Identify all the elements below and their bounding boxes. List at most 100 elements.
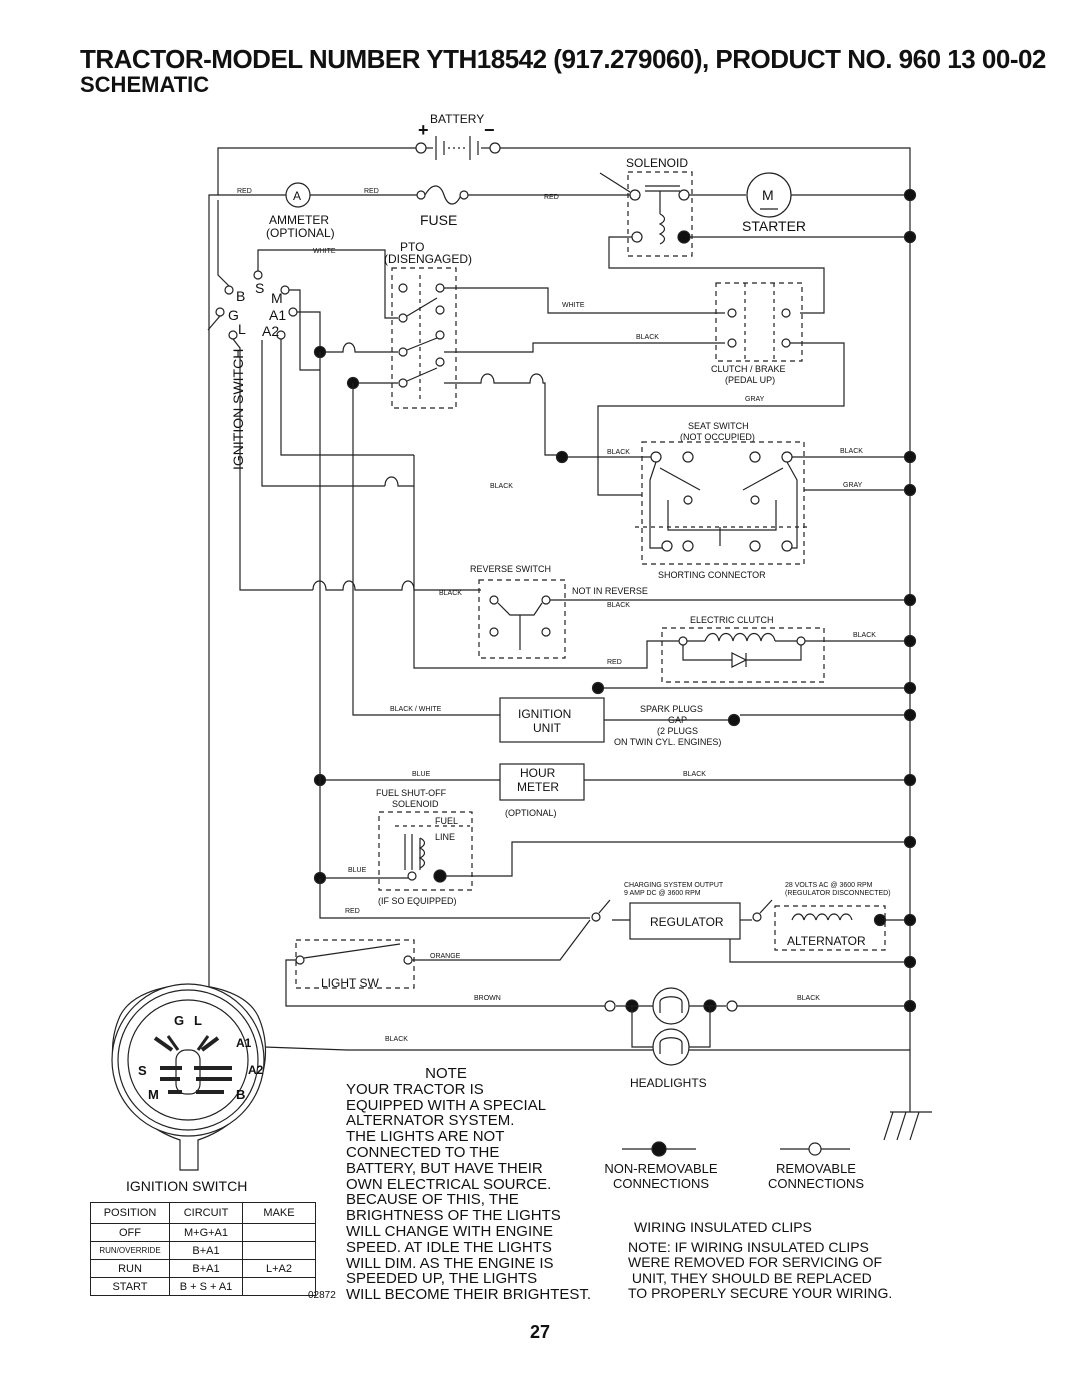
note-line: BATTERY, BUT HAVE THEIR: [346, 1159, 543, 1177]
fuel-line-line1: FUEL: [435, 816, 458, 826]
table-cell: B + S + A1: [169, 1277, 243, 1296]
not-in-reverse-label: NOT IN REVERSE: [572, 586, 648, 596]
wire-color-blue-2: BLUE: [348, 867, 367, 874]
note-line: SPEEDED UP, THE LIGHTS: [346, 1270, 538, 1288]
note-heading: NOTE: [425, 1065, 467, 1082]
wire-color-black-9: BLACK: [797, 995, 820, 1002]
hour-meter: HOUR METER (OPTIONAL): [499, 763, 585, 818]
reverse-switch: REVERSE SWITCH NOT IN REVERSE: [470, 564, 648, 659]
note-line: YOUR TRACTOR IS: [346, 1080, 484, 1098]
clips-line: WERE REMOVED FOR SERVICING OF: [628, 1254, 883, 1271]
battery-label: BATTERY: [430, 112, 484, 126]
table-cell: RUN: [90, 1259, 170, 1278]
ignition-switch-face: G L A1 S A2 M B: [111, 983, 266, 1171]
switch-table: POSITION CIRCUIT MAKE OFF M+G+A1 RUN/OVE…: [90, 1202, 316, 1296]
ignition-unit: IGNITION UNIT: [499, 697, 605, 743]
fuse-label: FUSE: [420, 212, 457, 228]
alt-output-line1: 28 VOLTS AC @ 3600 RPM: [785, 882, 873, 889]
note-line: ALTERNATOR SYSTEM.: [346, 1112, 515, 1130]
clutch-brake-switch: CLUTCH / BRAKE (PEDAL UP): [711, 282, 803, 385]
ignition-unit-line2: UNIT: [533, 721, 562, 735]
hour-meter-line1: HOUR: [520, 766, 556, 780]
starter-motor: M STARTER: [742, 172, 806, 234]
terminal-M: M: [271, 290, 283, 306]
ignition-switch-vertical-label: IGNITION SWITCH: [230, 349, 246, 470]
clips-line: TO PROPERLY SECURE YOUR WIRING.: [628, 1285, 893, 1302]
ground-icon: [883, 1111, 932, 1141]
alt-output-line2: (REGULATOR DISCONNECTED): [785, 890, 891, 897]
terminal-A1: A1: [269, 307, 286, 323]
legend-non-removable-label: NON-REMOVABLE CONNECTIONS: [586, 1161, 736, 1191]
face-letter-S: S: [138, 1063, 147, 1078]
reverse-switch-label: REVERSE SWITCH: [470, 564, 551, 574]
spark-plugs-line3: (2 PLUGS: [657, 726, 698, 736]
note-line: WILL BECOME THEIR BRIGHTEST.: [346, 1286, 592, 1304]
terminal-B: B: [236, 288, 245, 304]
charging-output-line1: CHARGING SYSTEM OUTPUT: [624, 882, 724, 889]
terminal-L: L: [238, 321, 246, 337]
fuel-line-line2: LINE: [435, 832, 455, 842]
note-line: WILL DIM. AS THE ENGINE IS: [346, 1254, 554, 1272]
light-switch-label: LIGHT SW: [321, 976, 379, 990]
wire-color-black-7: BLACK: [853, 632, 876, 639]
charging-output-line2: 9 AMP DC @ 3600 RPM: [624, 890, 701, 897]
wire-color-black-2: BLACK: [607, 449, 630, 456]
wire-color-brown: BROWN: [474, 995, 501, 1002]
table-cell: L+A2: [242, 1259, 316, 1278]
table-row: OFF M+G+A1: [90, 1223, 316, 1242]
solenoid: SOLENOID: [626, 156, 693, 257]
spark-plugs-line2: GAP: [668, 715, 687, 725]
wire-color-white-2: WHITE: [562, 302, 585, 309]
alternator-label: ALTERNATOR: [787, 934, 866, 948]
face-letter-A2: A2: [248, 1063, 264, 1077]
alternator: ALTERNATOR: [774, 905, 887, 951]
table-header: MAKE: [242, 1202, 316, 1224]
legend-nr-line1: NON-REMOVABLE: [604, 1161, 718, 1176]
solenoid-label: SOLENOID: [626, 156, 688, 170]
headlights-label: HEADLIGHTS: [630, 1076, 707, 1090]
note-line: OWN ELECTRICAL SOURCE.: [346, 1175, 552, 1193]
legend-r-line1: REMOVABLE: [776, 1161, 856, 1176]
wire-color-red-3: RED: [544, 194, 559, 201]
ammeter-note: (OPTIONAL): [266, 226, 335, 240]
spark-plugs-line1: SPARK PLUGS: [640, 704, 703, 714]
clips-line: NOTE: IF WIRING INSULATED CLIPS: [628, 1238, 869, 1255]
pto-note: (DISENGAGED): [384, 252, 472, 266]
light-switch: LIGHT SW: [295, 939, 415, 990]
face-letter-A1: A1: [236, 1036, 252, 1050]
face-letter-M: M: [148, 1087, 159, 1102]
page-title: TRACTOR-MODEL NUMBER YTH18542 (917.27906…: [80, 44, 1046, 74]
wire-color-red-4: RED: [607, 659, 622, 666]
switch-table-title: IGNITION SWITCH: [126, 1178, 248, 1194]
fuel-solenoid-line1: FUEL SHUT-OFF: [376, 788, 447, 798]
wire-color-black-white: BLACK / WHITE: [390, 706, 442, 713]
wire-color-orange: ORANGE: [430, 953, 461, 960]
table-cell: RUN/OVERRIDE: [90, 1241, 170, 1260]
pto-label: PTO: [400, 240, 424, 254]
wire-color-red-2: RED: [364, 188, 379, 195]
starter-label: STARTER: [742, 218, 806, 234]
terminal-G: G: [228, 307, 239, 323]
spark-plugs-line4: ON TWIN CYL. ENGINES): [614, 737, 721, 747]
wiring-clips-note: WIRING INSULATED CLIPS NOTE: IF WIRING I…: [628, 1219, 948, 1302]
alternator-note: NOTE YOUR TRACTOR IS EQUIPPED WITH A SPE…: [346, 1066, 616, 1303]
legend-nr-line2: CONNECTIONS: [612, 1176, 710, 1191]
wire-color-black-3: BLACK: [840, 448, 863, 455]
ammeter-label: AMMETER: [269, 213, 329, 227]
face-letter-B: B: [236, 1087, 245, 1102]
wire-color-gray-2: GRAY: [843, 482, 863, 489]
table-header: CIRCUIT: [169, 1202, 243, 1224]
face-letter-G: G: [174, 1013, 184, 1028]
seat-switch: SEAT SWITCH (NOT OCCUPIED) SHORTING CONN…: [635, 421, 810, 580]
battery: BATTERY + −: [415, 112, 501, 160]
starter-letter: M: [762, 187, 774, 203]
wire-color-black-8: BLACK: [683, 771, 706, 778]
clutch-brake-note: (PEDAL UP): [725, 375, 775, 385]
table-cell: B+A1: [169, 1241, 243, 1260]
seat-switch-label: SEAT SWITCH: [688, 421, 749, 431]
wire-color-red-1: RED: [237, 188, 252, 195]
if-equipped-label: (IF SO EQUIPPED): [378, 896, 457, 906]
legend-removable-label: REMOVABLE CONNECTIONS: [752, 1161, 880, 1191]
table-cell: M+G+A1: [169, 1223, 243, 1242]
document-code: 02872: [308, 1290, 336, 1301]
